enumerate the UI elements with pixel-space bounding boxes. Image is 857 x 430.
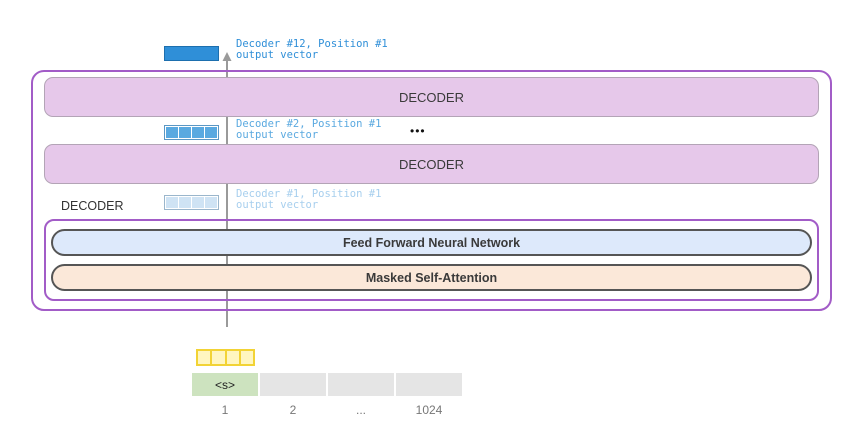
output-vector-decoder-1 [164, 195, 219, 210]
output-label-line2: output vector [236, 49, 319, 61]
output-label-line2: output vector [236, 199, 319, 211]
vector-cell [212, 351, 225, 364]
output-label-line1: Decoder #2, Position #1 [236, 118, 382, 130]
decoder-bar-top: DECODER [44, 77, 819, 117]
output-label-decoder-12: Decoder #12, Position #1 output vector [236, 39, 388, 61]
position-index: 1 [221, 403, 229, 417]
vector-cell [166, 197, 178, 208]
vector-cell [205, 197, 217, 208]
feed-forward-layer: Feed Forward Neural Network [51, 229, 812, 256]
position-index: 1024 [415, 403, 443, 417]
masked-self-attention-layer: Masked Self-Attention [51, 264, 812, 291]
vector-cell [166, 127, 178, 138]
vector-cell [192, 127, 204, 138]
token-cell-1: <s> [192, 373, 258, 396]
vector-cell [205, 127, 217, 138]
vector-cell [198, 351, 211, 364]
decoder-block-label: DECODER [61, 199, 124, 213]
vector-cell [226, 351, 239, 364]
output-vector-decoder-2 [164, 125, 219, 140]
output-vector-decoder-12 [164, 46, 219, 61]
token-cell-1024 [396, 373, 462, 396]
decoder-bar-middle: DECODER [44, 144, 819, 184]
output-label-line1: Decoder #1, Position #1 [236, 188, 382, 200]
output-label-decoder-2: Decoder #2, Position #1 output vector [236, 119, 381, 141]
input-embedding-vector [196, 349, 255, 366]
decoder-bar-label: DECODER [398, 89, 464, 105]
vector-cell [166, 48, 217, 59]
vector-cell [240, 351, 253, 364]
ellipsis: ••• [410, 124, 426, 138]
output-label-line2: output vector [236, 129, 319, 141]
decoder-block-expanded [44, 219, 819, 301]
vector-cell [192, 197, 204, 208]
vector-cell [179, 197, 191, 208]
token-cell-ellipsis [328, 373, 394, 396]
output-label-line1: Decoder #12, Position #1 [236, 38, 388, 50]
feed-forward-label: Feed Forward Neural Network [342, 235, 521, 250]
decoder-stack [31, 70, 832, 311]
position-index: ... [355, 403, 366, 417]
self-attention-label: Masked Self-Attention [365, 270, 498, 285]
vector-cell [179, 127, 191, 138]
decoder-bar-label: DECODER [398, 156, 464, 172]
output-label-decoder-1: Decoder #1, Position #1 output vector [236, 189, 381, 211]
token-cell-2 [260, 373, 326, 396]
flow-arrow-head [222, 52, 232, 61]
position-index: 2 [289, 403, 297, 417]
token-text: <s> [214, 377, 235, 392]
